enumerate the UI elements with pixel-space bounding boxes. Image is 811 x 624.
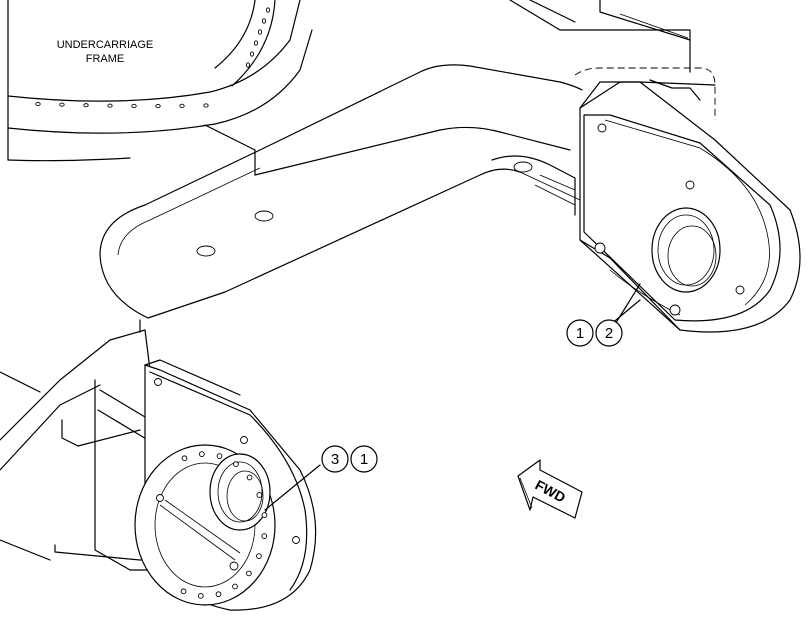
bolt-hole (232, 583, 238, 590)
left-cover-assembly (134, 359, 317, 611)
lower-left-frame (0, 329, 161, 571)
frame-label-line2: FRAME (86, 53, 125, 65)
callout-number: 1 (360, 451, 368, 468)
bolt-hole (131, 103, 137, 108)
bolt-hole (181, 455, 188, 462)
bolt-hole (249, 51, 255, 57)
callout-left: 3 1 (321, 445, 378, 473)
bolt-hole (257, 29, 263, 35)
leader-lines (264, 283, 641, 511)
arm-beam (99, 64, 583, 333)
frame-label-line1: UNDERCARRIAGE (57, 39, 154, 51)
callout-number: 1 (576, 325, 584, 342)
bolt-hole (59, 102, 65, 107)
undercarriage-frame (7, 0, 313, 162)
bolt-hole (216, 453, 223, 459)
bolt-hole (261, 512, 268, 518)
bolt-hole (261, 18, 267, 24)
bolt-hole (261, 533, 268, 539)
left-ring-bolt-holes (180, 451, 268, 599)
bolt-hole (233, 461, 239, 467)
bolt-hole (155, 103, 161, 109)
right-cover-assembly (574, 67, 801, 333)
bolt-hole (256, 553, 262, 559)
upper-right-frame (509, 0, 691, 73)
bolt-hole (253, 40, 259, 46)
bolt-hole (246, 474, 253, 481)
bolt-hole (199, 451, 205, 457)
callout-right: 1 2 (566, 319, 623, 347)
forward-arrow-icon: FWD (517, 459, 583, 519)
bolt-hole (107, 103, 113, 108)
bolt-hole (35, 101, 41, 107)
bolt-hole (256, 492, 263, 498)
bolt-hole (215, 591, 222, 598)
bolt-hole (179, 103, 185, 108)
callout-number: 3 (331, 451, 339, 468)
bolt-hole (265, 7, 271, 13)
callout-number: 2 (605, 325, 613, 342)
frame-bolt-holes (35, 7, 271, 109)
bolt-hole (245, 62, 251, 68)
bolt-hole (83, 103, 89, 108)
bolt-hole (246, 570, 252, 577)
bolt-hole (180, 588, 187, 595)
bolt-hole (203, 103, 209, 108)
bolt-hole (197, 592, 204, 599)
